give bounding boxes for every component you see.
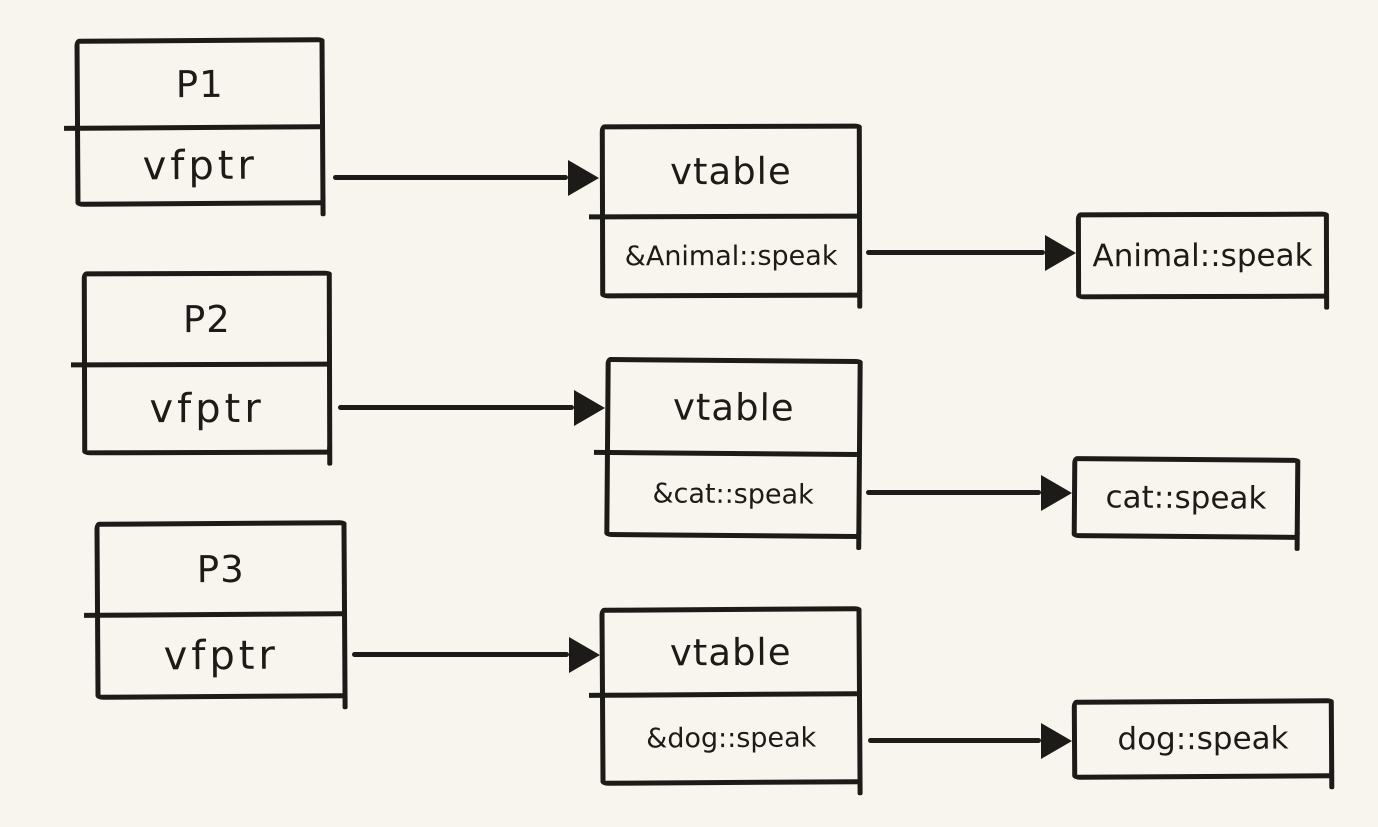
node-p2: P2 vfptr <box>81 270 333 456</box>
arrow-p1-to-vtable-animal <box>333 159 599 196</box>
node-vtable-dog: vtable &dog::speak <box>599 606 863 786</box>
node-p1: P1 vfptr <box>74 37 326 207</box>
node-p1-vfptr: vfptr <box>80 129 320 201</box>
vtable-animal-entry: &Animal::speak <box>605 219 857 294</box>
arrow-vtable-dog-to-func <box>868 722 1072 759</box>
arrowhead-icon <box>569 636 600 673</box>
arrowhead-icon <box>1045 234 1076 271</box>
node-p3-title: P3 <box>99 525 343 618</box>
vtable-cat-title: vtable <box>609 362 858 457</box>
node-p2-title: P2 <box>86 275 328 368</box>
arrow-vtable-cat-to-func <box>866 474 1072 511</box>
node-vtable-cat: vtable &cat::speak <box>604 356 863 540</box>
node-func-cat-speak: cat::speak <box>1071 456 1301 540</box>
node-p3: P3 vfptr <box>94 520 348 700</box>
node-vtable-animal: vtable &Animal::speak <box>599 123 863 299</box>
arrowhead-icon <box>1041 722 1072 759</box>
vtable-cat-entry: &cat::speak <box>609 455 857 534</box>
arrowhead-icon <box>1041 474 1072 511</box>
arrow-p2-to-vtable-cat <box>338 389 605 426</box>
func-dog-speak-label: dog::speak <box>1117 720 1289 758</box>
func-cat-speak-label: cat::speak <box>1105 479 1267 517</box>
node-p3-vfptr: vfptr <box>100 616 342 694</box>
arrow-p3-to-vtable-dog <box>352 636 600 673</box>
func-animal-speak-label: Animal::speak <box>1092 237 1313 274</box>
vtable-dog-entry: &dog::speak <box>605 696 858 781</box>
arrowhead-icon <box>574 389 605 426</box>
arrow-vtable-animal-to-func <box>866 234 1076 271</box>
node-p1-title: P1 <box>79 42 321 131</box>
arrowhead-icon <box>568 159 599 196</box>
node-func-dog-speak: dog::speak <box>1071 698 1335 780</box>
vtable-animal-title: vtable <box>604 128 858 220</box>
node-p2-vfptr: vfptr <box>87 367 327 451</box>
vtable-dog-title: vtable <box>604 611 858 698</box>
node-func-animal-speak: Animal::speak <box>1075 211 1330 300</box>
